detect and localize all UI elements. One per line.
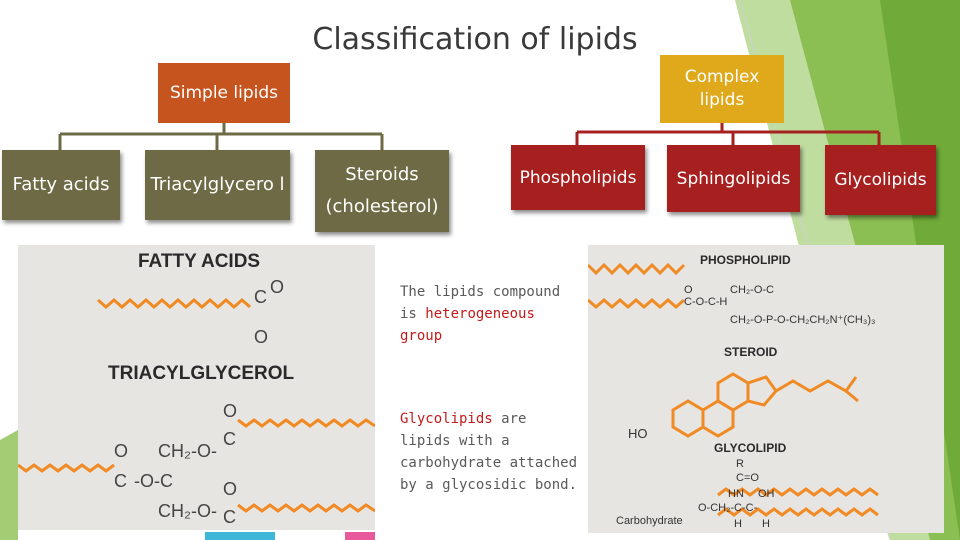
svg-text:C: C: [114, 471, 127, 491]
svg-text:CH₂-O-: CH₂-O-: [158, 441, 217, 461]
svg-text:H: H: [762, 518, 770, 530]
complex-lipid-drawing: OC-O-C-H CH₂-O-C CH₂-O-P-O-CH₂CH₂N⁺(CH₃)…: [588, 262, 879, 530]
bottom-accent-pink: [345, 532, 375, 540]
svg-text:CH₂-O-: CH₂-O-: [158, 501, 217, 521]
triacylglycerol-box: Triacylglycero l: [145, 150, 290, 220]
svg-text:CH₂-O-P-O-CH₂CH₂N⁺(CH₃)₃: CH₂-O-P-O-CH₂CH₂N⁺(CH₃)₃: [730, 314, 876, 326]
steroid-image-label: STEROID: [724, 345, 778, 359]
svg-text:C-O-C-H: C-O-C-H: [684, 296, 727, 308]
glycolipids-definition: are lipids with a carbohydrate attached …: [400, 411, 578, 493]
svg-text:HN: HN: [728, 488, 744, 500]
svg-text:O: O: [254, 327, 268, 347]
hydroxyl-label: HO: [628, 426, 648, 441]
glycolipid-image-label: GLYCOLIPID: [714, 441, 787, 455]
svg-text:O: O: [684, 284, 693, 296]
svg-text:C=O: C=O: [736, 472, 759, 484]
svg-text:O-CH₂-C-C-: O-CH₂-C-C-: [698, 502, 758, 514]
complex-lipids-box: Complex lipids: [660, 55, 784, 123]
lipids-description: The lipids compound is heterogeneous gro…: [400, 281, 585, 347]
svg-text:C: C: [223, 507, 236, 527]
svg-text:OH: OH: [758, 488, 775, 500]
svg-text:R: R: [736, 458, 744, 470]
fatty-acids-image-label: FATTY ACIDS: [138, 251, 261, 272]
svg-text:O: O: [223, 479, 237, 499]
phospholipid-image-label: PHOSPHOLIPID: [700, 253, 791, 267]
glycolipids-box: Glycolipids: [825, 145, 936, 215]
svg-text:O: O: [270, 277, 284, 297]
sphingolipids-box: Sphingolipids: [667, 145, 800, 212]
svg-text:C: C: [254, 287, 267, 307]
complex-lipid-structures-image: PHOSPHOLIPID STEROID GLYCOLIPID HO Carbo…: [588, 245, 944, 533]
phospholipids-box: Phospholipids: [511, 145, 645, 210]
svg-text:H: H: [734, 518, 742, 530]
bottom-accent-blue: [205, 532, 275, 540]
simple-lipids-box: Simple lipids: [158, 63, 290, 123]
tree-connectors: [58, 123, 881, 150]
page-title: Classification of lipids: [312, 22, 638, 57]
svg-text:O: O: [223, 401, 237, 421]
svg-text:C: C: [223, 429, 236, 449]
svg-text:O: O: [114, 441, 128, 461]
description-highlight: heterogeneous group: [400, 306, 535, 344]
description-text: The lipids compound is: [400, 284, 561, 322]
svg-text:CH₂-O-C: CH₂-O-C: [730, 284, 774, 296]
carbohydrate-label: Carbohydrate: [616, 515, 683, 527]
steroids-box: Steroids (cholesterol): [315, 150, 449, 232]
glycolipids-term: Glycolipids: [400, 411, 493, 427]
fatty-acids-box: Fatty acids: [2, 150, 120, 220]
triacylglycerol-image-label: TRIACYLGLYCEROL: [108, 363, 295, 384]
glycolipids-description: Glycolipids are lipids with a carbohydra…: [400, 408, 585, 496]
svg-text:-O-C: -O-C: [134, 471, 173, 491]
